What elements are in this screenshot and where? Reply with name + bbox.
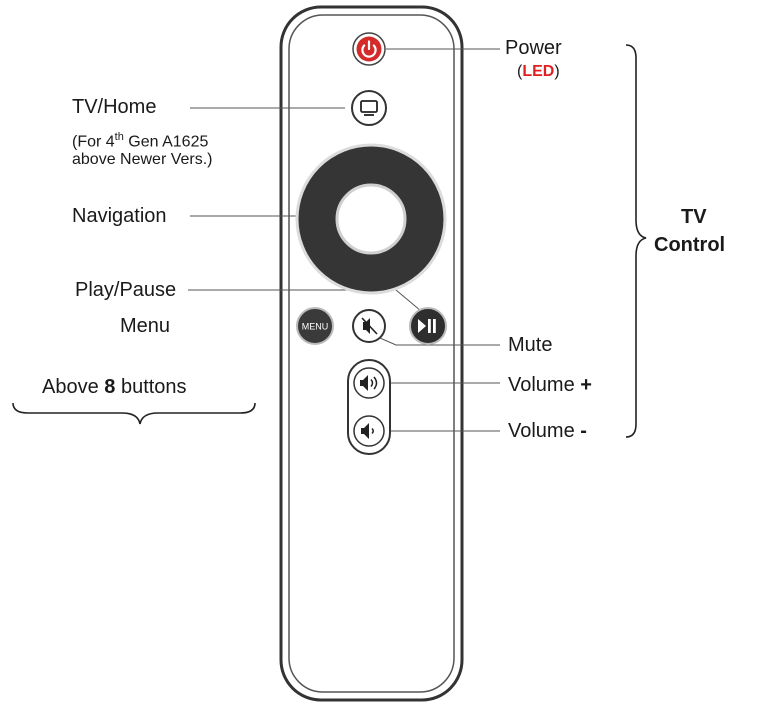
volume-rocker <box>347 359 391 455</box>
tv-home-button[interactable] <box>351 90 387 126</box>
tv-control-label-1: TV <box>681 206 707 228</box>
navigation-label: Navigation <box>72 205 167 227</box>
mute-label: Mute <box>508 334 553 356</box>
power-icon <box>361 44 377 58</box>
led-label: (LED) <box>517 63 560 80</box>
select-button <box>335 183 407 255</box>
volume-up-icon <box>360 375 378 391</box>
tv-control-label-2: Control <box>654 234 726 256</box>
play-pause-button[interactable] <box>409 307 447 345</box>
power-button[interactable] <box>352 32 386 66</box>
power-label: Power <box>505 37 562 59</box>
leader-lines <box>188 48 500 432</box>
volume-down-button[interactable] <box>353 415 385 447</box>
menu-label: Menu <box>120 315 171 337</box>
volume-down-label: Volume - <box>508 420 587 442</box>
tv-icon <box>360 100 378 113</box>
tv-home-label: TV/Home <box>72 96 157 118</box>
tv-home-note-2: above Newer Vers.) <box>72 151 213 168</box>
above-buttons-brace <box>12 402 256 425</box>
above-buttons-label: Above 8 buttons <box>42 376 187 398</box>
tv-home-note: (For 4th Gen A1625 <box>72 131 209 151</box>
play-pause-label: Play/Pause <box>75 279 177 301</box>
menu-button-text: MENU <box>302 322 329 332</box>
volume-up-label: Volume + <box>508 374 592 396</box>
mute-icon <box>361 317 378 335</box>
mute-button[interactable] <box>352 309 386 343</box>
tv-control-brace <box>625 44 647 438</box>
play-pause-icon <box>418 319 436 333</box>
navigation-ring[interactable] <box>295 143 447 295</box>
volume-up-button[interactable] <box>353 367 385 399</box>
mute-leader <box>379 337 500 346</box>
volume-down-icon <box>361 423 374 439</box>
menu-button[interactable]: MENU <box>296 307 334 345</box>
